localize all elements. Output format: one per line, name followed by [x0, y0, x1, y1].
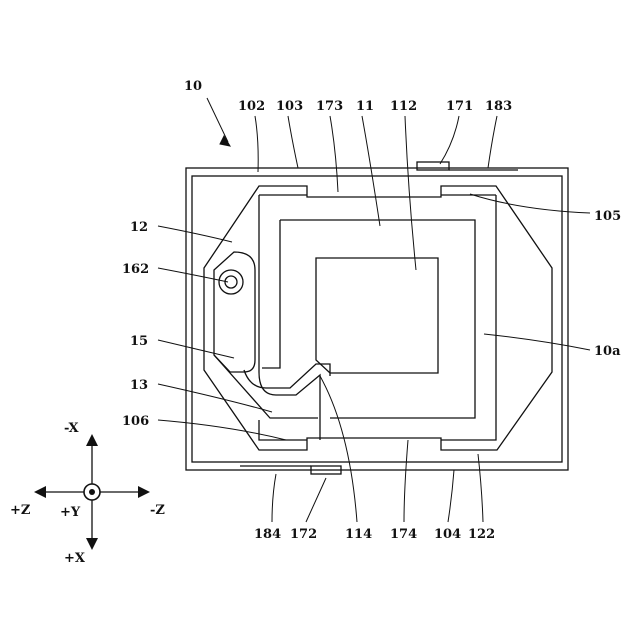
- label-112: 112: [390, 99, 417, 114]
- top-connector-tab: [417, 162, 449, 170]
- axis-label-pos-z: +Z: [10, 503, 31, 518]
- label-12: 12: [130, 220, 148, 235]
- label-103: 103: [276, 99, 303, 114]
- outer-housing: [186, 168, 568, 470]
- s-trace-inner: [280, 220, 475, 418]
- label-174: 174: [390, 527, 417, 542]
- substrate-outline: [204, 186, 552, 450]
- label-10a: 10a: [594, 344, 621, 359]
- label-10: 10: [184, 79, 202, 94]
- label-105: 105: [594, 209, 621, 224]
- label-15: 15: [130, 334, 148, 349]
- label-114: 114: [345, 527, 372, 542]
- label-184: 184: [254, 527, 281, 542]
- label-122: 122: [468, 527, 495, 542]
- axis-indicator: [34, 434, 150, 550]
- label-13: 13: [130, 378, 148, 393]
- axis-label-neg-x: -X: [64, 421, 79, 436]
- axis-label-pos-x: +X: [64, 551, 86, 566]
- label-104: 104: [434, 527, 461, 542]
- inner-housing-wall: [192, 176, 562, 462]
- axis-label-pos-y: +Y: [60, 505, 81, 520]
- label-11: 11: [356, 99, 374, 114]
- label-162: 162: [122, 262, 149, 277]
- s-trace-outer: [259, 195, 320, 440]
- label-102: 102: [238, 99, 265, 114]
- label-173: 173: [316, 99, 343, 114]
- axis-label-neg-z: -Z: [150, 503, 165, 518]
- lower-left-band: [214, 355, 318, 418]
- leader-lines: [158, 98, 590, 522]
- trace-inner-hook: [244, 364, 330, 388]
- central-element: [316, 258, 438, 373]
- label-106: 106: [122, 414, 149, 429]
- frame-inner-edge: [259, 195, 496, 440]
- trace-left-leg: [262, 220, 280, 368]
- label-172: 172: [290, 527, 317, 542]
- label-183: 183: [485, 99, 512, 114]
- label-171: 171: [446, 99, 473, 114]
- hole-outer: [219, 270, 243, 294]
